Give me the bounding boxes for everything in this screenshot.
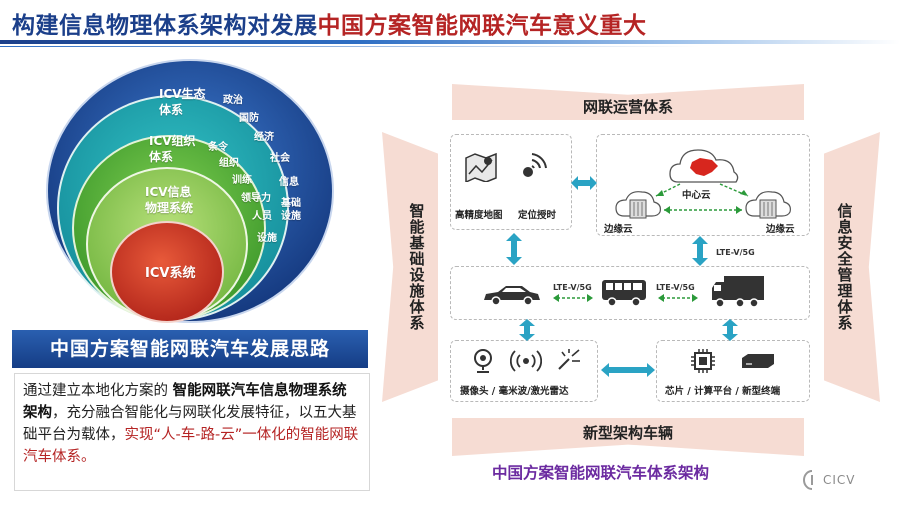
roadmap-description: 通过建立本地化方案的 智能网联汽车信息物理系统架构，充分融合智能化与网联化发展特… xyxy=(14,373,370,491)
edge-cloud-right-label: 边缘云 xyxy=(766,224,795,235)
eco-item-infrastructure: 基础 设施 xyxy=(281,198,301,222)
radar-icon xyxy=(510,350,542,372)
org-item-organization: 组织 xyxy=(219,158,239,169)
eco-item-society: 社会 xyxy=(270,153,290,164)
right-band-security: 信息安全管理体系 xyxy=(824,132,880,402)
cicv-logo: CICV xyxy=(803,470,859,490)
arrow-head xyxy=(664,206,670,214)
roadmap-text-a: 通过建立本地化方案的 xyxy=(23,383,173,399)
link-arrow-right xyxy=(658,294,698,302)
title-part-2: 中国方案智能网联汽车意义重大 xyxy=(317,13,647,39)
truck-icon xyxy=(712,276,764,308)
teal-harrow-top xyxy=(571,176,597,190)
arrow-head xyxy=(656,190,664,196)
terminal-device-icon xyxy=(742,354,774,368)
positioning-label: 定位授时 xyxy=(518,210,557,221)
org-item-leadership: 领导力 xyxy=(241,193,271,204)
chip-icon xyxy=(691,349,715,373)
lte-label-top: LTE-V/5G xyxy=(716,248,755,257)
center-cloud-label: 中心云 xyxy=(682,190,711,201)
arrow-head xyxy=(736,206,742,214)
compute-label: 芯片 / 计算平台 / 新型终端 xyxy=(665,386,781,397)
org-item-doctrine: 条令 xyxy=(208,142,228,153)
teal-varrow-1 xyxy=(506,233,522,265)
camera-icon xyxy=(474,349,492,373)
edge-cloud-left-icon xyxy=(615,191,661,219)
bottom-band-label: 新型架构车辆 xyxy=(582,423,673,442)
map-positioning-box xyxy=(450,134,572,230)
lidar-icon xyxy=(558,349,580,370)
map-label: 高精度地图 xyxy=(455,210,503,221)
core-label: ICV系统 xyxy=(145,266,196,281)
roadmap-text-d: 实现“人-车-路-云”一体化的智能网联汽车体系。 xyxy=(23,427,359,465)
edge-cloud-right-icon xyxy=(745,191,791,219)
left-band-label: 智能基础设施体系 xyxy=(407,203,426,331)
roadmap-text-c: ，充分融合智能化与网联化发展特征，以五大基础平台为载体， xyxy=(23,405,357,443)
right-band-label: 信息安全管理体系 xyxy=(835,203,854,331)
title-underline-thin xyxy=(0,46,700,47)
cloud-diagram xyxy=(615,149,791,219)
core-circle xyxy=(110,221,224,323)
org-item-personnel: 人员 xyxy=(252,211,272,222)
title-underline xyxy=(0,40,900,44)
roadmap-text-b: 智能网联汽车信息物理系统架构 xyxy=(23,383,347,421)
org-item-facilities: 设施 xyxy=(257,233,277,244)
cicv-logo-text: CICV xyxy=(823,473,856,487)
bottom-band-new-vehicle: 新型架构车辆 xyxy=(452,418,804,456)
title-part-1: 构建信息物理体系架构对发展 xyxy=(12,13,318,39)
sensors-box xyxy=(450,340,598,402)
page-title: 构建信息物理体系架构对发展中国方案智能网联汽车意义重大 xyxy=(12,6,647,40)
left-band-smart-infrastructure: 智能基础设施体系 xyxy=(382,132,438,402)
org-label: ICV组织 体系 xyxy=(149,134,196,164)
info-label: ICV信息 物理系统 xyxy=(145,185,194,215)
eco-item-politics: 政治 xyxy=(223,95,243,106)
positioning-signal-icon xyxy=(523,153,547,177)
org-item-training: 训练 xyxy=(232,175,252,186)
edge-cloud-left-label: 边缘云 xyxy=(604,224,633,235)
eco-item-economy: 经济 xyxy=(254,132,274,143)
roadmap-banner: 中国方案智能网联汽车发展思路 xyxy=(12,330,368,368)
bus-icon xyxy=(602,280,646,307)
cicv-logo-icon xyxy=(803,470,813,490)
lte-label-left: LTE-V/5G xyxy=(553,283,592,292)
eco-label: ICV生态 体系 xyxy=(159,86,206,118)
teal-varrow-4 xyxy=(722,319,738,341)
sensors-label: 摄像头 / 毫米波/激光雷达 xyxy=(460,386,569,397)
eco-item-information: 信息 xyxy=(279,177,299,188)
teal-harrow-bottom xyxy=(601,363,655,377)
eco-label-text: ICV生态 体系 xyxy=(159,87,206,117)
icv-concentric-diagram xyxy=(46,59,334,323)
car-icon xyxy=(484,286,540,306)
teal-varrow-3 xyxy=(519,319,535,341)
map-icon xyxy=(465,152,497,182)
teal-varrow-2 xyxy=(692,236,708,266)
compute-box xyxy=(656,340,810,402)
link-arrow-left xyxy=(553,294,593,302)
architecture-caption: 中国方案智能网联汽车体系架构 xyxy=(492,464,710,482)
top-band-label: 网联运营体系 xyxy=(582,97,673,116)
arrow-head xyxy=(740,190,748,196)
lte-label-right: LTE-V/5G xyxy=(656,283,695,292)
eco-item-defense: 国防 xyxy=(239,113,259,124)
center-cloud-icon xyxy=(669,149,739,183)
top-band-network-operations: 网联运营体系 xyxy=(452,84,804,120)
